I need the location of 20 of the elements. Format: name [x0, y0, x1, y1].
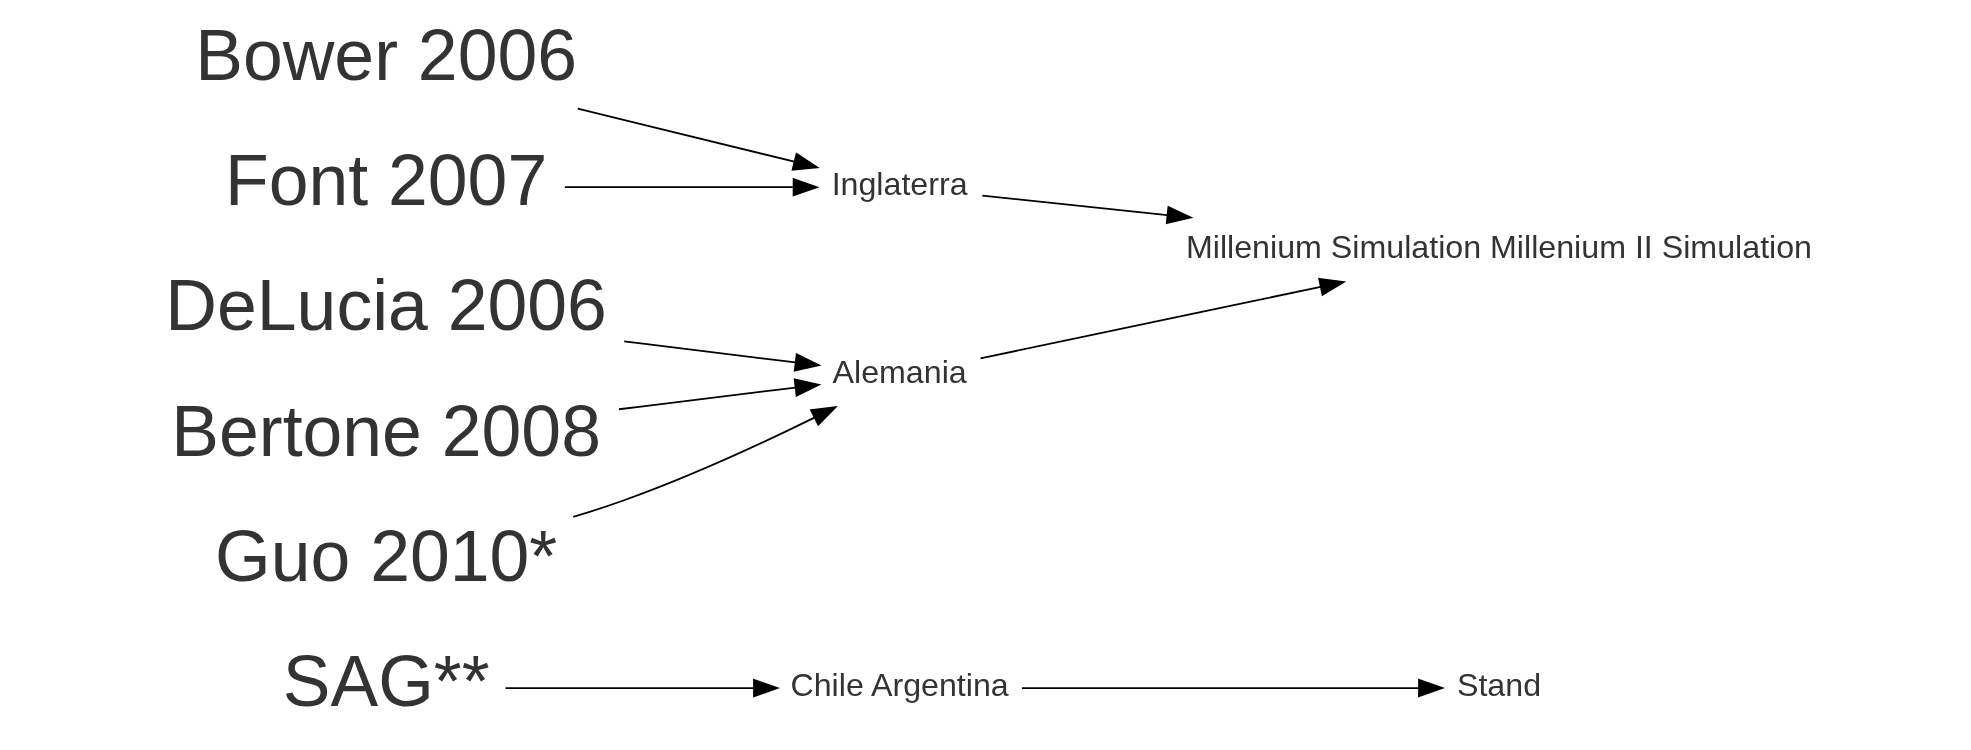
arrow: [504, 678, 780, 698]
arrow: [563, 177, 820, 197]
node-text: Millenium Simulation Millenium II Simulation: [1185, 228, 1813, 265]
arrow: [979, 277, 1347, 360]
node-text: Bertone 2008: [171, 390, 601, 471]
node-text: SAG**: [282, 641, 490, 721]
node-text: Alemania: [832, 353, 967, 390]
arrow: [618, 378, 822, 411]
node-text: Stand: [1456, 666, 1542, 703]
node-text: Chile Argentina: [790, 666, 1009, 703]
node-text: Guo 2010*: [215, 515, 558, 596]
node-text: DeLucia 2006: [165, 265, 607, 346]
arrow: [576, 107, 820, 171]
arrow: [1021, 678, 1445, 698]
arrow: [981, 194, 1194, 225]
node-text: Inglaterra: [831, 166, 968, 203]
arrow: [623, 340, 822, 372]
node-text: Font 2007: [225, 140, 548, 221]
node-text: Bower 2006: [195, 14, 578, 95]
arrow: [572, 406, 838, 518]
